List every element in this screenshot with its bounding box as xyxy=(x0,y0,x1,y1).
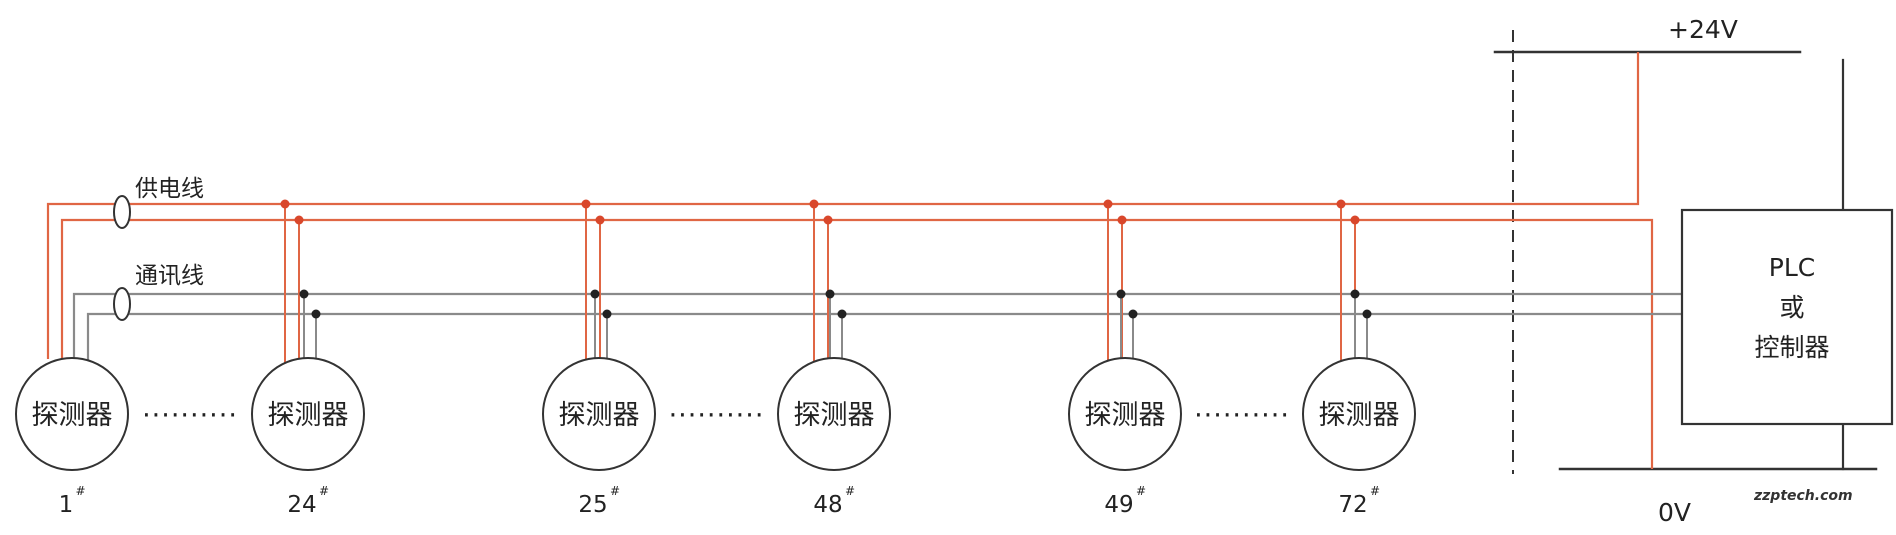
detector-number-mark: # xyxy=(76,484,86,498)
comm-junction xyxy=(1362,309,1372,319)
detector-number-mark: # xyxy=(319,484,329,498)
controller-label-line1: PLC xyxy=(1769,253,1815,282)
detector-label: 探测器 xyxy=(32,400,113,431)
comm-junction xyxy=(837,309,847,319)
comm-junction xyxy=(1116,289,1126,299)
power-bus-label: 供电线 xyxy=(135,176,204,202)
detector-circle xyxy=(15,357,129,471)
detector-number: 1 xyxy=(59,492,74,518)
power-wire-1 xyxy=(46,52,1640,359)
supply-positive-label: +24V xyxy=(1668,15,1738,44)
ellipsis-dots: ·········· xyxy=(1194,400,1290,431)
detector-circle xyxy=(1068,357,1182,471)
comm-wire-1 xyxy=(72,292,1682,359)
detector-number-mark: # xyxy=(1136,484,1146,498)
power-junction xyxy=(280,199,290,209)
comm-junction xyxy=(1350,289,1360,299)
power-junction xyxy=(581,199,591,209)
detector-number: 72 xyxy=(1338,492,1367,518)
detector-label: 探测器 xyxy=(559,400,640,431)
comm-junction xyxy=(299,289,309,299)
comm-bundle-mark xyxy=(113,287,131,321)
detector-number: 25 xyxy=(578,492,607,518)
junction-layer xyxy=(280,199,1372,319)
detector-label: 探测器 xyxy=(794,400,875,431)
comm-junction xyxy=(825,289,835,299)
power-junction xyxy=(809,199,819,209)
controller-label-line3: 控制器 xyxy=(1754,333,1829,362)
detector-label: 探测器 xyxy=(268,400,349,431)
power-junction xyxy=(1350,215,1360,225)
controller-box xyxy=(1680,208,1894,426)
power-junction xyxy=(1117,215,1127,225)
comm-junction xyxy=(311,309,321,319)
power-junction xyxy=(294,215,304,225)
text-layer: 供电线 通讯线 +24V 0V PLC 或 控制器 zzptech.com 探测… xyxy=(32,15,1853,527)
device-layer xyxy=(15,195,1894,471)
detector-number: 48 xyxy=(813,492,842,518)
controller-label-line2: 或 xyxy=(1779,293,1804,322)
detector-circle xyxy=(251,357,365,471)
detector-number-mark: # xyxy=(845,484,855,498)
supply-zero-label: 0V xyxy=(1658,498,1691,527)
comm-junction xyxy=(590,289,600,299)
ellipsis-dots: ·········· xyxy=(142,400,238,431)
ellipsis-dots: ·········· xyxy=(669,400,765,431)
detector-number-mark: # xyxy=(1370,484,1380,498)
detector-circle xyxy=(1302,357,1416,471)
power-junction xyxy=(595,215,605,225)
power-wire-2 xyxy=(60,218,1654,469)
detector-label: 探测器 xyxy=(1085,400,1166,431)
watermark: zzptech.com xyxy=(1753,488,1853,504)
comm-wire-2 xyxy=(86,312,1682,360)
detector-circle xyxy=(777,357,891,471)
detector-number-mark: # xyxy=(610,484,620,498)
power-bundle-mark xyxy=(113,195,131,229)
detector-number: 49 xyxy=(1104,492,1133,518)
comm-junction xyxy=(1128,309,1138,319)
detector-label: 探测器 xyxy=(1319,400,1400,431)
detector-number: 24 xyxy=(287,492,316,518)
comm-bus-label: 通讯线 xyxy=(135,263,204,289)
power-junction xyxy=(1103,199,1113,209)
comm-junction xyxy=(602,309,612,319)
wire-layer xyxy=(46,30,1878,474)
power-junction xyxy=(823,215,833,225)
power-junction xyxy=(1336,199,1346,209)
detector-circle xyxy=(542,357,656,471)
